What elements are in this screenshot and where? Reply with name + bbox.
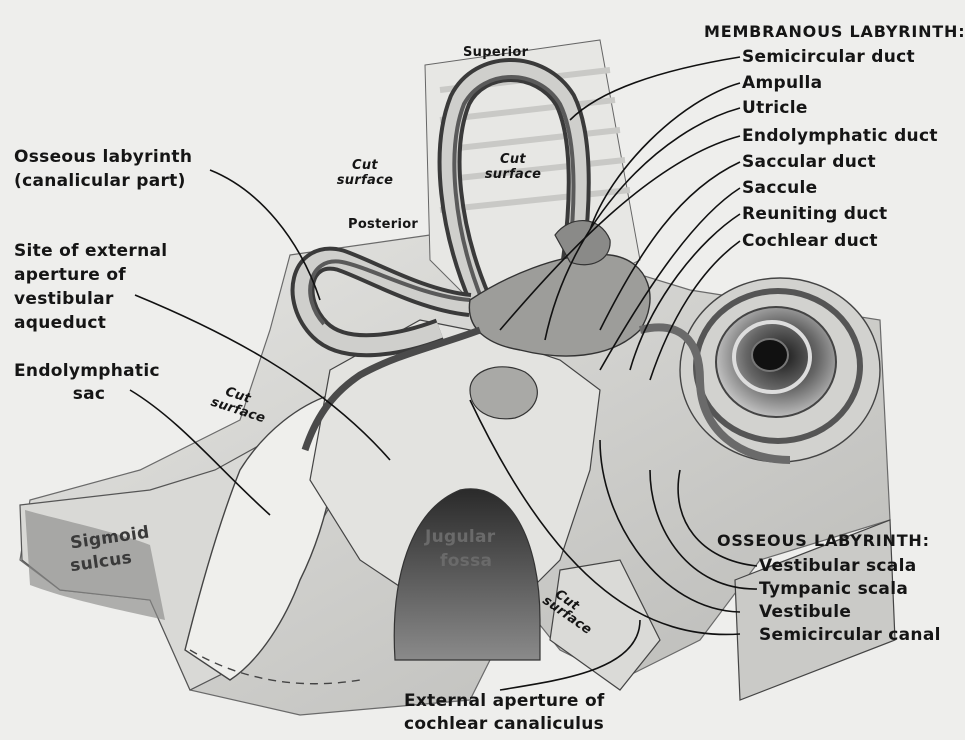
cut-surface-upper-left-line1: Cut: [325, 158, 405, 173]
label-utricle: Utricle: [742, 97, 808, 119]
label-endolymphatic-sac-line1: Endolymphatic: [14, 360, 160, 382]
label-site-aperture-line3: vestibular: [14, 288, 114, 310]
label-tympanic-scala: Tympanic scala: [759, 578, 908, 600]
label-site-aperture-line2: aperture of: [14, 264, 126, 286]
label-superior-canal: Superior: [463, 45, 528, 60]
label-osseous-labyrinth-line2: (canalicular part): [14, 170, 186, 192]
label-vestibule: Vestibule: [759, 601, 851, 623]
membranous-labyrinth-header: MEMBRANOUS LABYRINTH:: [704, 21, 965, 43]
label-semicircular-duct: Semicircular duct: [742, 46, 915, 68]
label-saccule: Saccule: [742, 177, 817, 199]
cochlea-apex: [752, 339, 788, 371]
osseous-labyrinth-header: OSSEOUS LABYRINTH:: [717, 530, 930, 552]
label-vestibular-scala: Vestibular scala: [759, 555, 916, 577]
label-endolymphatic-sac-line2: sac: [14, 383, 164, 405]
label-site-aperture-line1: Site of external: [14, 240, 167, 262]
label-osseous-labyrinth-line1: Osseous labyrinth: [14, 146, 192, 168]
label-saccular-duct: Saccular duct: [742, 151, 876, 173]
label-posterior-canal: Posterior: [348, 217, 418, 232]
label-external-aperture-line2: cochlear canaliculus: [404, 713, 604, 735]
label-jugular-line2: fossa: [440, 550, 492, 572]
cut-surface-slab-line1: Cut: [473, 152, 553, 167]
saccule: [470, 367, 537, 419]
label-site-aperture-line4: aqueduct: [14, 312, 106, 334]
cut-surface-upper-left-line2: surface: [325, 173, 405, 188]
label-external-aperture-line1: External aperture of: [404, 690, 605, 712]
label-endolymphatic-duct: Endolymphatic duct: [742, 125, 938, 147]
label-cochlear-duct: Cochlear duct: [742, 230, 878, 252]
label-jugular-line1: Jugular: [425, 526, 495, 548]
label-semicircular-canal: Semicircular canal: [759, 624, 941, 646]
label-reuniting-duct: Reuniting duct: [742, 203, 887, 225]
cut-surface-slab-line2: surface: [473, 167, 553, 182]
label-ampulla: Ampulla: [742, 72, 822, 94]
